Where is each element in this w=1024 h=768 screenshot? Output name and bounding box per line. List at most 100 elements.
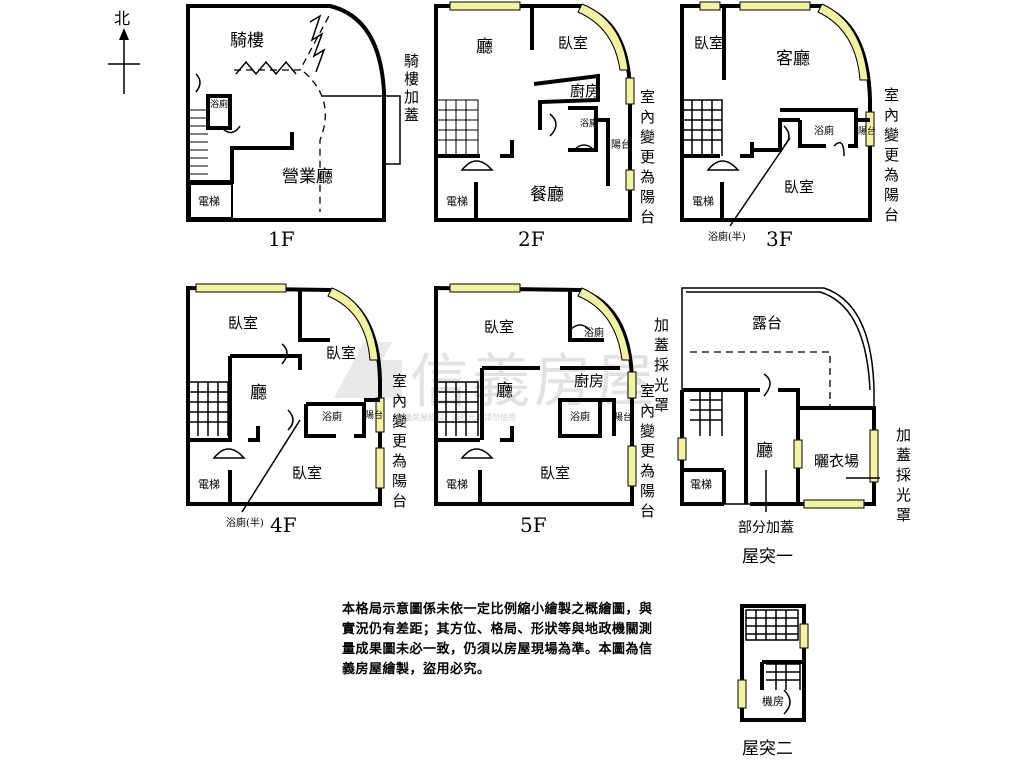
4f-room-bath: 浴廁 [322, 410, 342, 423]
svg-text:變: 變 [884, 126, 899, 144]
1f-room-elevator: 電梯 [198, 195, 220, 208]
4f-side-note: 室 內 變 更 為 陽 台 [392, 372, 407, 510]
roof1-room-hall: 廳 [756, 441, 773, 461]
compass-label: 北 [114, 9, 130, 28]
svg-text:樓: 樓 [404, 70, 419, 88]
svg-text:陽: 陽 [640, 482, 655, 500]
2f-room-elevator: 電梯 [446, 195, 468, 208]
5f-room-bath-a: 浴廁 [584, 326, 604, 339]
svg-text:室: 室 [640, 88, 655, 106]
svg-text:陽: 陽 [884, 186, 899, 204]
3f-room-bedroom-b: 臥室 [784, 178, 814, 196]
5f-side-note: 室 內 變 更 為 陽 台 [640, 382, 655, 520]
1f-room-arcade: 騎樓 [230, 31, 264, 51]
svg-text:蓋: 蓋 [404, 106, 419, 124]
1f-caption: 1F [268, 227, 295, 251]
roof1-room-terrace: 露台 [752, 314, 782, 332]
roof1-side-note: 加 蓋 採 光 罩 [896, 426, 911, 524]
4f-room-elevator: 電梯 [198, 478, 220, 491]
4f-room-bedroom-a: 臥室 [228, 314, 258, 332]
svg-text:採: 採 [896, 466, 911, 484]
svg-text:加: 加 [654, 316, 669, 334]
floor-4f [186, 283, 385, 513]
svg-text:台: 台 [640, 208, 655, 226]
roof1-room-elevator: 電梯 [690, 478, 712, 491]
svg-text:騎: 騎 [404, 52, 419, 70]
svg-text:室: 室 [884, 86, 899, 104]
svg-text:更: 更 [884, 146, 899, 164]
1f-room-bath: 浴廁 [210, 98, 228, 110]
svg-text:內: 內 [392, 392, 407, 410]
5f-room-bath-b: 浴廁 [570, 410, 590, 423]
svg-text:為: 為 [392, 452, 407, 470]
floor-1f [186, 3, 401, 222]
3f-room-bedroom-a: 臥室 [694, 34, 724, 52]
svg-text:蓋: 蓋 [896, 446, 911, 464]
1f-room-business-hall: 營業廳 [282, 167, 333, 187]
svg-text:為: 為 [640, 462, 655, 480]
3f-room-living: 客廳 [776, 49, 810, 69]
svg-text:為: 為 [640, 168, 655, 186]
svg-text:陽: 陽 [392, 472, 407, 490]
5f-room-kitchen: 廚房 [574, 372, 604, 390]
2f-room-hall: 廳 [476, 37, 493, 57]
floor-3f [680, 1, 875, 227]
svg-text:台: 台 [884, 206, 899, 224]
3f-callout-half-bath: 浴廁(半) [708, 230, 746, 243]
floor-5f [434, 283, 637, 506]
svg-text:台: 台 [392, 492, 407, 510]
disclaimer-note: 本格局示意圖係未依一定比例縮小繪製之概繪圖，與實況仍有差距；其方位、格局、形狀等… [342, 602, 653, 677]
floor-roof-2 [737, 604, 809, 722]
2f-room-bedroom: 臥室 [558, 34, 588, 52]
2f-caption: 2F [518, 227, 545, 251]
svg-text:變: 變 [392, 412, 407, 430]
4f-room-hall: 廳 [250, 383, 267, 403]
floor-2f [434, 1, 635, 222]
svg-text:為: 為 [884, 166, 899, 184]
svg-text:加: 加 [896, 426, 911, 444]
svg-text:罩: 罩 [654, 396, 669, 414]
svg-text:蓋: 蓋 [654, 336, 669, 354]
2f-room-bath: 浴廁 [580, 117, 598, 129]
4f-room-balcony: 陽台 [365, 409, 383, 421]
2f-room-kitchen: 廚房 [570, 82, 600, 100]
2f-side-note: 室 內 變 更 為 陽 台 [640, 88, 655, 226]
floor-roof-1 [677, 287, 879, 512]
svg-text:更: 更 [392, 432, 407, 450]
5f-room-hall: 廳 [496, 381, 513, 401]
5f-room-balcony: 陽台 [614, 411, 632, 423]
svg-text:罩: 罩 [896, 506, 911, 524]
1f-bath [206, 94, 232, 130]
svg-text:陽: 陽 [640, 188, 655, 206]
svg-text:內: 內 [640, 402, 655, 420]
roof1-room-drying-area: 曬衣場 [814, 452, 859, 470]
svg-text:變: 變 [640, 128, 655, 146]
roof2-room-machine: 機房 [762, 694, 784, 708]
svg-text:內: 內 [640, 108, 655, 126]
3f-room-balcony: 陽台 [858, 125, 876, 137]
2f-room-balcony: 陽台 [611, 138, 631, 151]
svg-text:台: 台 [640, 502, 655, 520]
svg-text:光: 光 [654, 376, 669, 394]
svg-text:室: 室 [640, 382, 655, 400]
roof2-caption: 屋突二 [742, 739, 793, 759]
5f-top-note: 加 蓋 採 光 罩 [654, 316, 669, 414]
5f-caption: 5F [520, 513, 547, 537]
2f-room-dining: 餐廳 [530, 185, 564, 205]
4f-room-bedroom-b: 臥室 [326, 344, 356, 362]
3f-room-bath: 浴廁 [814, 124, 834, 137]
svg-text:變: 變 [640, 422, 655, 440]
5f-room-bedroom-b: 臥室 [540, 464, 570, 482]
north-arrow-icon [108, 28, 140, 94]
roof1-bottom-note: 部分加蓋 [738, 520, 794, 536]
svg-text:內: 內 [884, 106, 899, 124]
svg-text:更: 更 [640, 442, 655, 460]
3f-caption: 3F [766, 227, 793, 251]
svg-text:室: 室 [392, 372, 407, 390]
4f-room-bedroom-c: 臥室 [292, 464, 322, 482]
3f-room-elevator: 電梯 [692, 195, 714, 208]
1f-side-note: 騎 樓 加 蓋 [404, 52, 419, 124]
4f-caption: 4F [270, 513, 297, 537]
svg-text:光: 光 [896, 486, 911, 504]
